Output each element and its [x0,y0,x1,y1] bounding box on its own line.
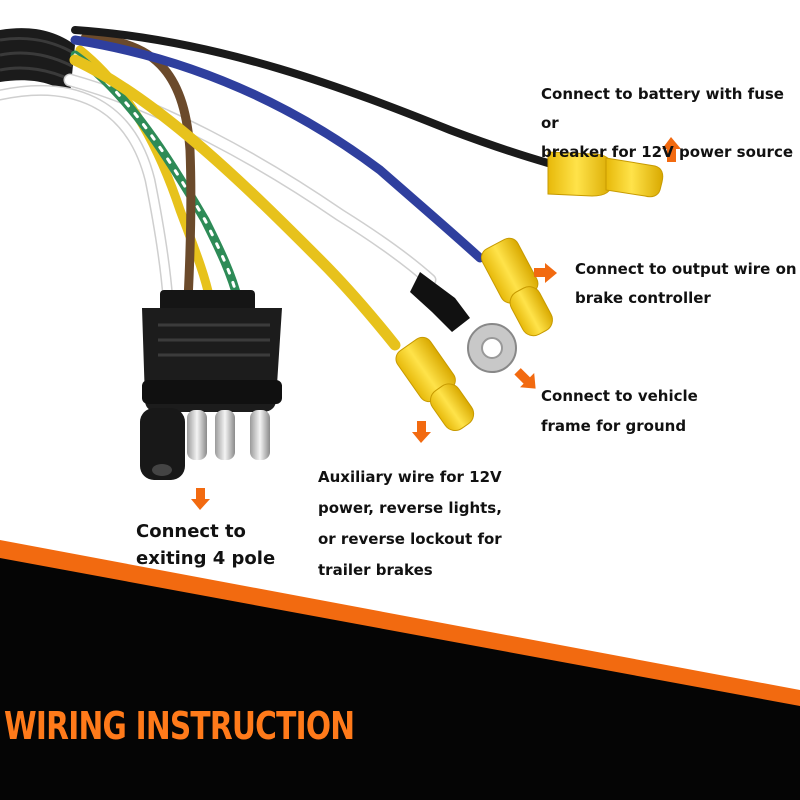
label-brake-controller: Connect to output wire on brake controll… [575,260,797,307]
connector-pins [187,410,270,460]
terminal-battery [547,151,664,198]
label-four-pole: Connect to exiting 4 pole [136,521,276,569]
banner-title: WIRING INSTRUCTION [4,704,355,748]
arrow-right-icon [534,263,557,283]
terminal-brake [480,237,553,337]
label-battery: Connect to battery with fuse or breaker … [541,85,794,161]
four-pole-connector [140,290,282,480]
banner [0,540,800,800]
pointer-arrows [191,137,681,510]
arrow-down-right-icon [514,368,536,389]
terminal-aux [395,336,475,432]
wire-yellow-aux [69,54,401,351]
wires [0,26,552,351]
label-auxiliary: Auxiliary wire for 12V power, reverse li… [318,468,502,579]
wire-blue [70,35,485,263]
arrow-down-icon [191,488,210,510]
terminal-ground [410,272,517,373]
arrow-up-icon [662,137,681,162]
arrow-down-icon [412,421,431,443]
wire-white-ground [63,73,437,287]
wire-black [71,26,552,167]
label-ground: Connect to vehicle frame for ground [541,387,698,435]
